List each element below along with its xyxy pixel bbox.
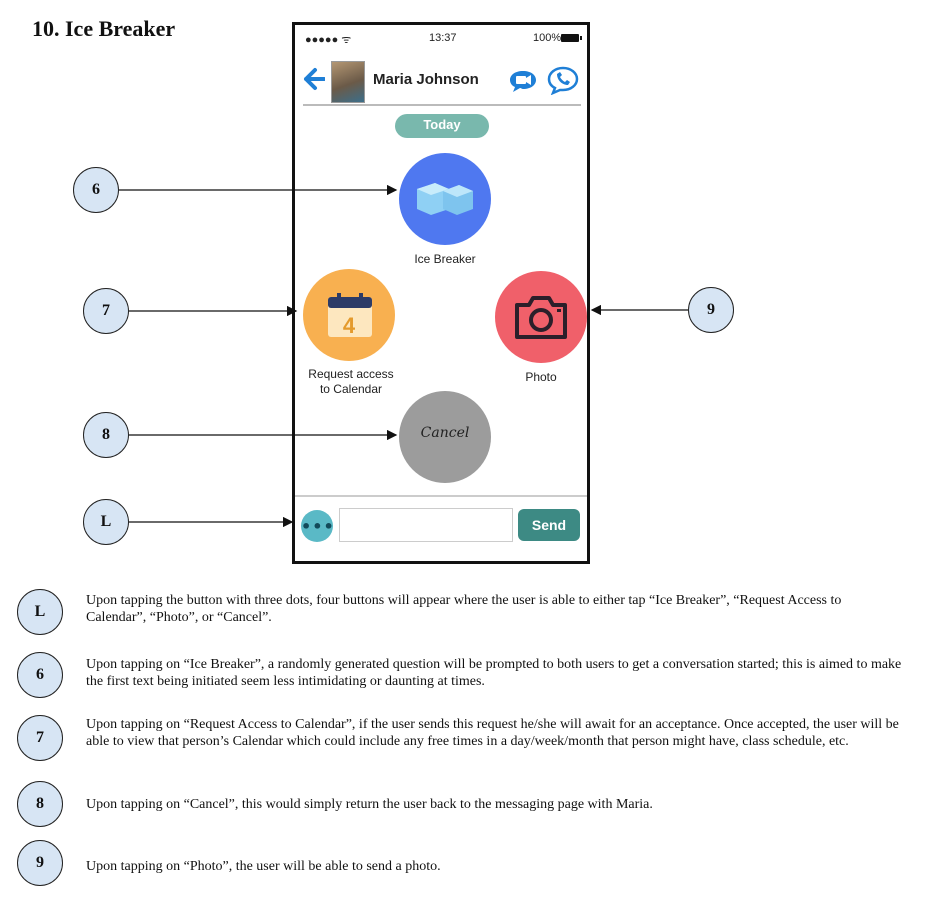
cancel-button[interactable]: Cancel [399, 391, 491, 483]
calendar-label-line-2: to Calendar [319, 382, 383, 396]
callout-6: 6 [73, 167, 119, 213]
today-date-badge: Today [395, 114, 489, 138]
calendar-icon [328, 293, 372, 337]
status-time: 13:37 [429, 32, 457, 44]
desc-text-9: Upon tapping on “Photo”, the user will b… [86, 859, 441, 874]
back-arrow-icon[interactable] [303, 67, 325, 91]
desc-text-8: Upon tapping on “Cancel”, this would sim… [86, 797, 653, 812]
ice-breaker-label: Ice Breaker [414, 252, 476, 266]
signal-indicator: ●●●●● ᯤ [305, 34, 352, 46]
chat-header: Maria Johnson [295, 55, 587, 105]
desc-text-7: Upon tapping on “Request Access to Calen… [86, 717, 899, 749]
photo-label: Photo [525, 370, 557, 384]
callout-8: 8 [83, 412, 129, 458]
contact-avatar[interactable] [331, 61, 365, 103]
camera-icon [515, 296, 567, 339]
cancel-label: Cancel [420, 425, 470, 441]
message-input[interactable] [339, 508, 513, 542]
battery-percent: 100% [533, 32, 562, 44]
callout-9: 9 [688, 287, 734, 333]
video-call-icon[interactable] [509, 69, 539, 93]
calendar-label: Request access to Calendar [295, 367, 407, 397]
document-title: 10. Ice Breaker [32, 16, 176, 41]
ice-breaker-button[interactable] [399, 153, 491, 245]
phone-call-icon[interactable] [547, 65, 579, 95]
three-dots-icon: ••• [301, 517, 335, 536]
header-divider [303, 104, 581, 106]
calendar-label-line-1: Request access [308, 367, 394, 381]
callout-7: 7 [83, 288, 129, 334]
callout-L: L [83, 499, 129, 545]
desc-label-6: 6 [17, 652, 63, 698]
battery-icon [561, 34, 582, 42]
photo-button[interactable] [495, 271, 587, 363]
more-options-button[interactable]: ••• [301, 510, 335, 542]
ice-cubes-icon [417, 183, 473, 215]
send-button[interactable]: Send [518, 509, 580, 541]
status-bar: ●●●●● ᯤ 13:37 100% [295, 25, 587, 53]
desc-label-9: 9 [17, 840, 63, 886]
input-divider [295, 495, 587, 497]
desc-label-L: L [17, 589, 63, 635]
phone-mockup: ●●●●● ᯤ 13:37 100% Maria Johnson Today I… [292, 22, 590, 564]
calendar-day-number: 4 [342, 313, 356, 338]
desc-text-6: Upon tapping on “Ice Breaker”, a randoml… [86, 657, 902, 689]
desc-label-8: 8 [17, 781, 63, 827]
request-calendar-button[interactable]: 4 [303, 269, 395, 361]
desc-label-7: 7 [17, 715, 63, 761]
desc-text-L: Upon tapping the button with three dots,… [86, 593, 842, 625]
contact-name: Maria Johnson [373, 71, 479, 88]
